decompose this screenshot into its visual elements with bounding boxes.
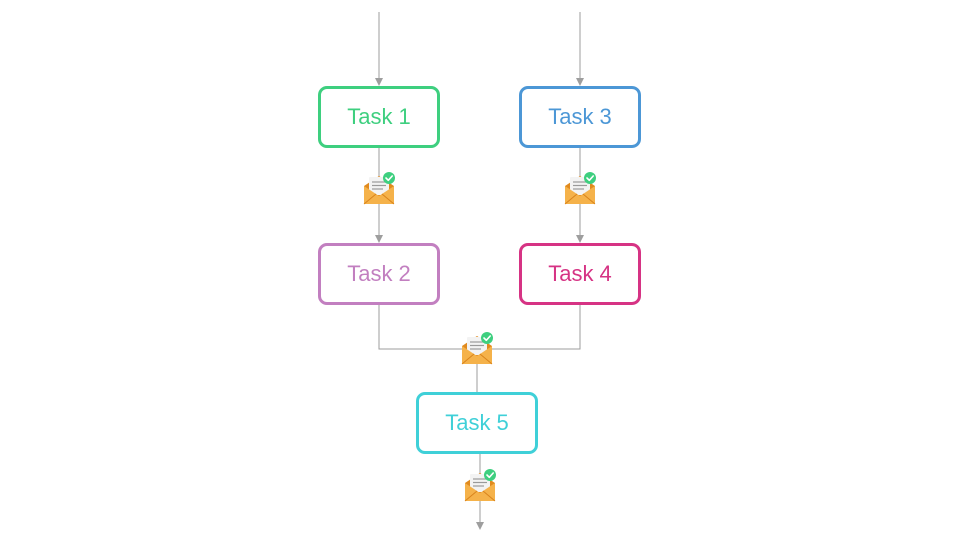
envelope-checkmark-icon	[464, 468, 497, 502]
task-3-label: Task 3	[548, 104, 612, 129]
task-5-node[interactable]: Task 5	[416, 392, 538, 454]
task-1-node[interactable]: Task 1	[318, 86, 440, 148]
task-1-label: Task 1	[347, 104, 411, 129]
task-4-node[interactable]: Task 4	[519, 243, 641, 305]
envelope-checkmark-icon	[363, 171, 396, 205]
task-4-label: Task 4	[548, 261, 612, 286]
task-2-node[interactable]: Task 2	[318, 243, 440, 305]
task-2-label: Task 2	[347, 261, 411, 286]
envelope-checkmark-icon	[461, 331, 494, 365]
task-3-node[interactable]: Task 3	[519, 86, 641, 148]
envelope-checkmark-icon	[564, 171, 597, 205]
task-5-label: Task 5	[445, 410, 509, 435]
